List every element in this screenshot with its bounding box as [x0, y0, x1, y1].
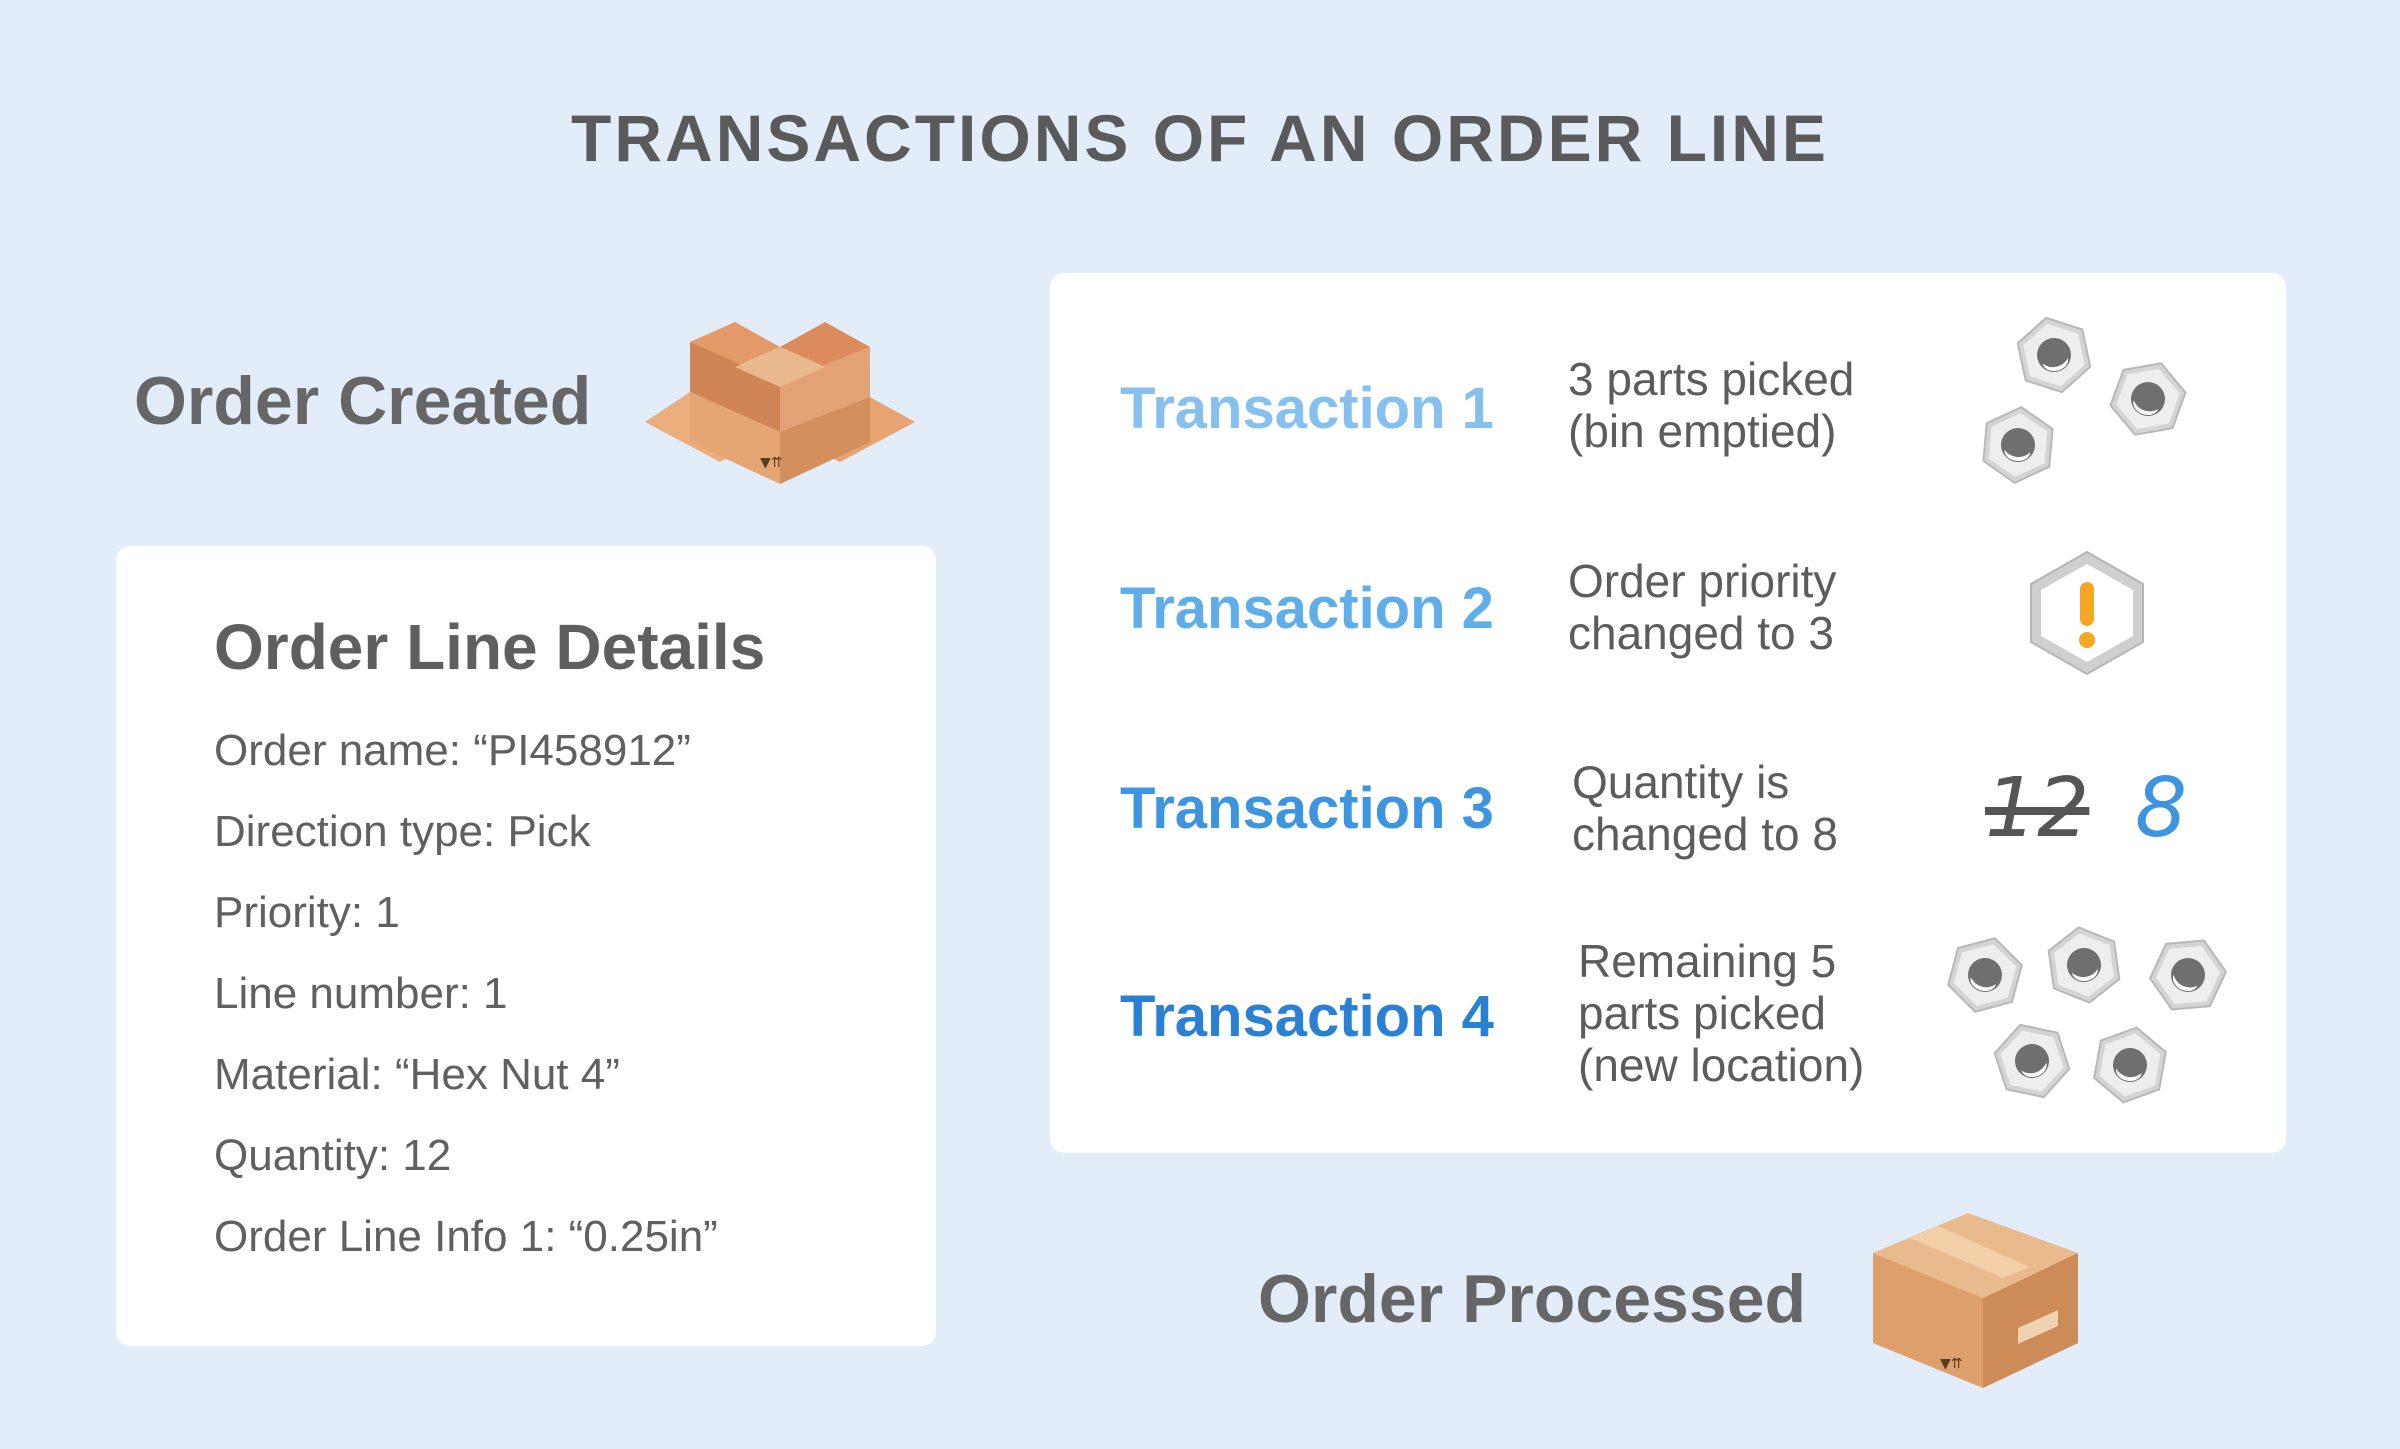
detail-direction-type: Direction type: Pick [214, 807, 591, 856]
transaction-3-description: Quantity is changed to 8 [1572, 756, 1839, 860]
transaction-1-label: Transaction 1 [1120, 376, 1494, 441]
detail-line-number: Line number: 1 [214, 969, 508, 1018]
old-quantity: 12 [1985, 761, 2090, 856]
priority-warning-icon [2030, 550, 2144, 676]
detail-material: Material: “Hex Nut 4” [214, 1050, 620, 1099]
transaction-1-description: 3 parts picked (bin emptied) [1568, 353, 1855, 457]
order-line-details-card: Order Line Details Order name: “PI458912… [116, 546, 936, 1346]
detail-priority: Priority: 1 [214, 888, 400, 937]
open-box-icon: ▼⇈ [645, 322, 915, 484]
diagram-title: TRANSACTIONS OF AN ORDER LINE [571, 101, 1829, 175]
svg-text:▼⇈: ▼⇈ [760, 455, 783, 471]
detail-quantity: Quantity: 12 [214, 1131, 452, 1180]
transaction-4-label: Transaction 4 [1120, 984, 1494, 1049]
new-quantity: 8 [2135, 761, 2188, 856]
transaction-3-label: Transaction 3 [1120, 776, 1494, 841]
hex-nuts-icon [1942, 925, 2235, 1110]
order-created-label: Order Created [134, 363, 592, 439]
details-list: Order name: “PI458912” Direction type: P… [214, 726, 718, 1293]
quantity-change-icon: 12 8 [1985, 761, 2215, 861]
closed-box-icon: ▼⇈ [1873, 1213, 2078, 1388]
hex-nuts-icon [1980, 313, 2194, 487]
details-title: Order Line Details [214, 611, 766, 683]
transaction-2-description: Order priority changed to 3 [1568, 555, 1837, 659]
svg-text:▼⇈: ▼⇈ [1940, 1356, 1963, 1372]
transactions-card: Transaction 1 3 parts picked (bin emptie… [1050, 273, 2286, 1153]
detail-order-name: Order name: “PI458912” [214, 726, 691, 775]
detail-order-line-info: Order Line Info 1: “0.25in” [214, 1212, 718, 1261]
transaction-4-description: Remaining 5 parts picked (new location) [1578, 935, 1865, 1091]
order-processed-label: Order Processed [1258, 1261, 1807, 1337]
transaction-2-label: Transaction 2 [1120, 576, 1494, 641]
